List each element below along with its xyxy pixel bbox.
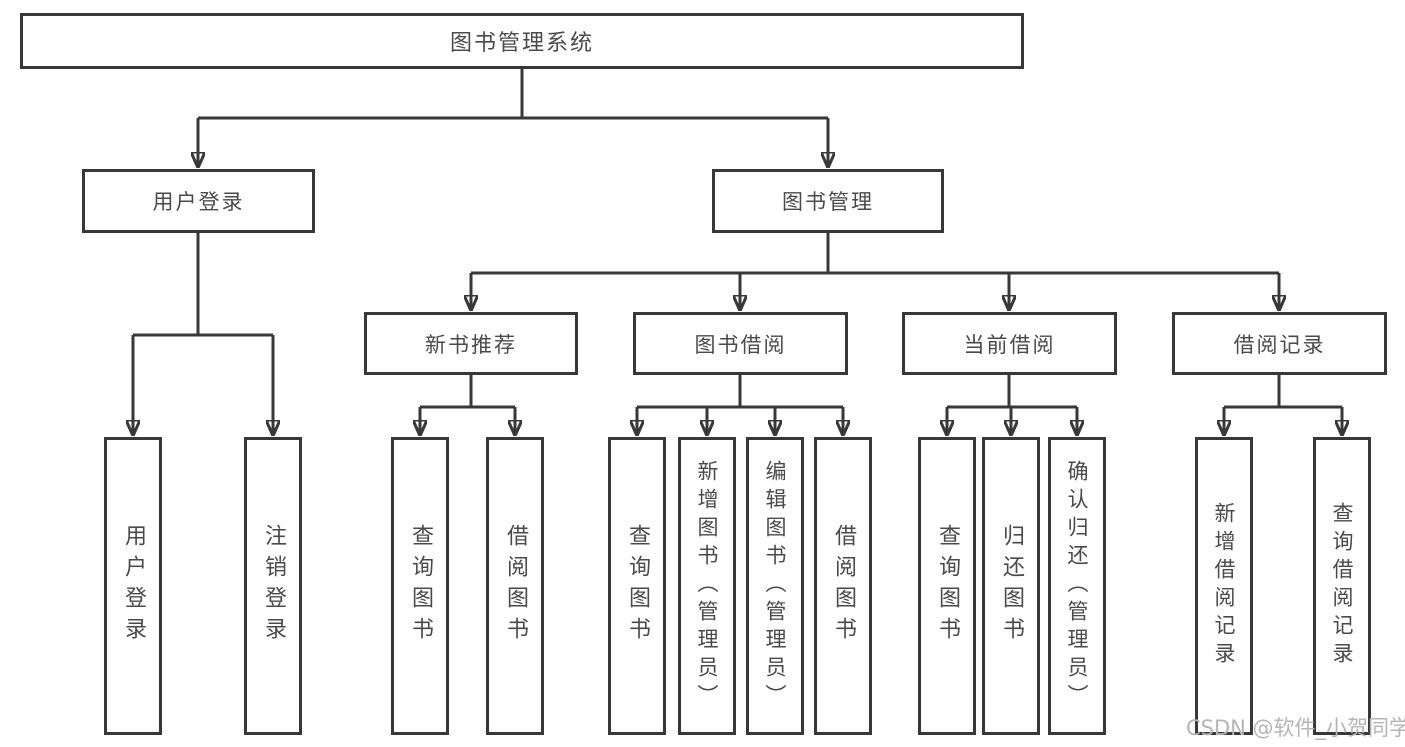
node-new-book-recommendation: 新书推荐 [364,312,578,375]
node-library-management-system: 图书管理系统 [20,13,1024,69]
leaf-logout: 注销登录 [244,437,302,735]
node-current-borrowing: 当前借阅 [902,312,1117,375]
leaf-query-books-borrowing: 查询图书 [608,437,666,735]
leaf-borrow-books-borrowing: 借阅图书 [814,437,872,735]
leaf-user-login: 用户登录 [104,437,162,735]
node-user-login-branch: 用户登录 [82,169,315,233]
leaf-return-books: 归还图书 [982,437,1040,735]
csdn-watermark: CSDN @软件_小贺同学 [1186,716,1405,740]
leaf-add-borrowing-record: 新增借阅记录 [1195,437,1253,735]
node-book-borrowing: 图书借阅 [633,312,848,375]
leaf-confirm-return-admin: 确认归还（管理员） [1048,437,1106,735]
leaf-borrow-books-recommendation: 借阅图书 [486,437,544,735]
leaf-query-books-current: 查询图书 [918,437,976,735]
leaf-query-borrowing-record: 查询借阅记录 [1313,437,1371,735]
leaf-add-books-admin: 新增图书（管理员） [678,437,736,735]
node-book-management-branch: 图书管理 [712,169,944,233]
leaf-edit-books-admin: 编辑图书（管理员） [746,437,804,735]
leaf-query-books-recommendation: 查询图书 [391,437,449,735]
node-borrowing-records: 借阅记录 [1172,312,1387,375]
